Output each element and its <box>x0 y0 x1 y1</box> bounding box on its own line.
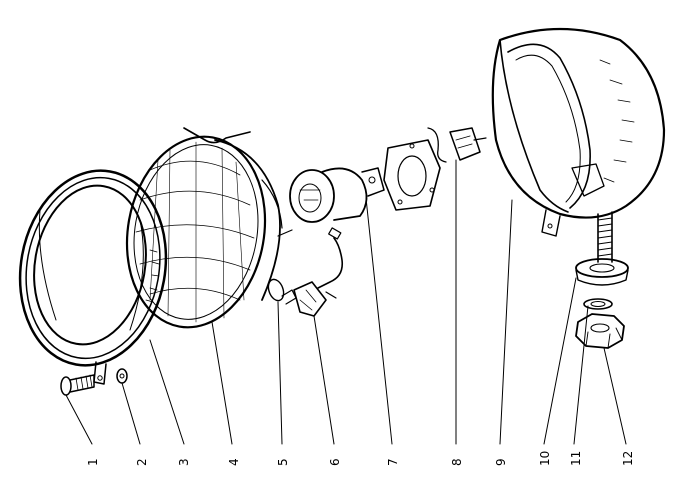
part-8-connector <box>449 127 487 161</box>
callout-9: 9 <box>494 458 508 466</box>
callout-8: 8 <box>450 458 464 466</box>
part-4-optical-unit <box>125 127 293 329</box>
callout-10: 10 <box>538 451 552 466</box>
part-6-bulb-holder <box>293 227 344 317</box>
part-5-parking-bulb <box>267 278 297 305</box>
part-11-lock-washer <box>583 298 613 310</box>
leader-lines <box>65 159 627 445</box>
part-12-hex-nut <box>575 313 625 349</box>
callout-12: 12 <box>621 451 635 466</box>
part-7-main-bulb <box>289 167 385 223</box>
part-3-bezel-ring <box>18 169 168 385</box>
callout-11: 11 <box>569 451 583 466</box>
callout-2: 2 <box>135 458 149 466</box>
part-10-washer <box>575 258 629 286</box>
callout-4: 4 <box>227 458 241 466</box>
callout-6: 6 <box>328 458 342 466</box>
callout-labels: 1 2 3 4 5 6 7 8 9 10 11 12 <box>86 451 635 466</box>
part-1-screw <box>60 374 95 396</box>
part-9-housing-shell <box>491 27 666 237</box>
callout-3: 3 <box>177 458 191 466</box>
callout-1: 1 <box>86 458 100 466</box>
callout-5: 5 <box>276 458 290 466</box>
callout-7: 7 <box>386 458 400 466</box>
mounting-stud <box>597 211 613 263</box>
socket-plate <box>383 127 447 211</box>
part-2-nut <box>116 368 128 384</box>
